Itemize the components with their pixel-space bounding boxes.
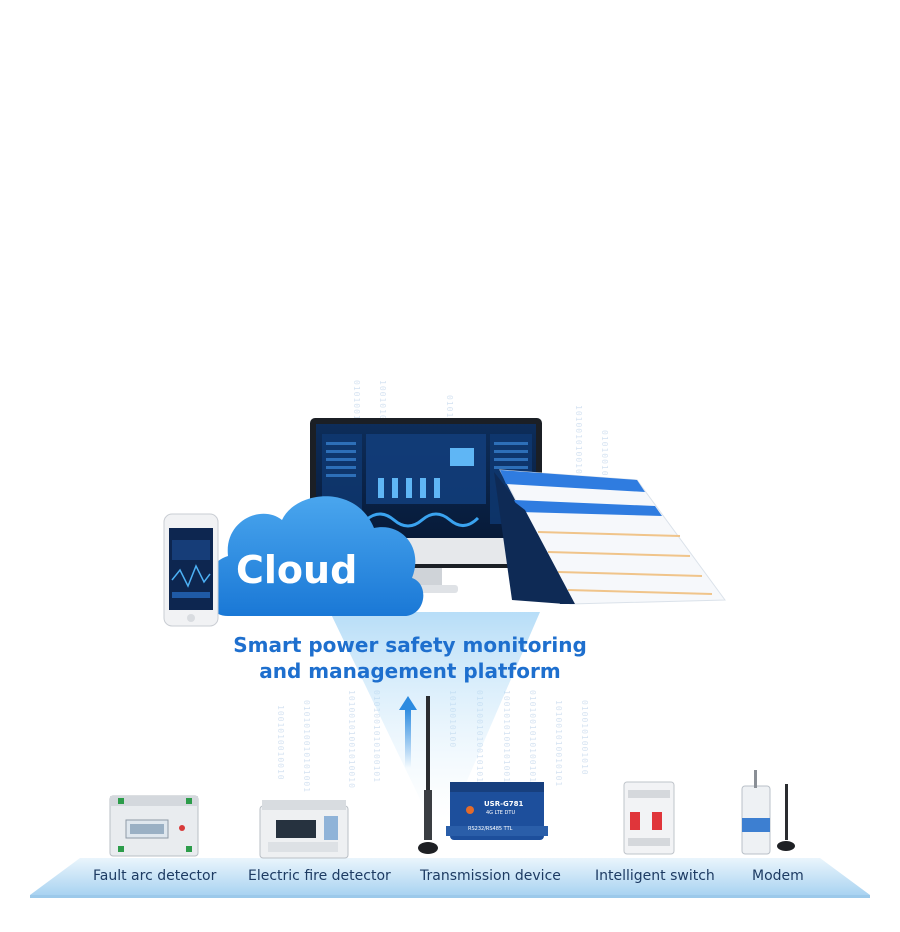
device-label-transmission: Transmission device	[420, 868, 561, 884]
router-subtitle: 4G LTE DTU	[486, 810, 516, 816]
light-beam	[330, 612, 540, 820]
upload-arrow-icon	[399, 696, 417, 768]
platform-title-line1: Smart power safety monitoring	[233, 633, 587, 657]
binary-stream: 0101001010100101	[528, 690, 537, 784]
device-label-modem: Modem	[752, 868, 804, 884]
transmission-device-icon	[418, 696, 548, 854]
fault-arc-detector-icon	[109, 795, 199, 857]
web-dashboard-icon	[494, 469, 726, 605]
intelligent-switch-icon	[623, 781, 675, 855]
binary-stream: 0100101001010	[580, 700, 589, 776]
binary-stream: 1001010010010	[276, 705, 285, 781]
platform-base	[30, 858, 870, 898]
binary-stream: 1010010100101	[574, 405, 583, 481]
electric-fire-detector-icon	[259, 800, 349, 859]
platform-title-line2: and management platform	[259, 659, 561, 683]
binary-stream: 0101001010010	[352, 380, 361, 456]
router-ports: RS232/RS485 TTL	[468, 826, 513, 832]
smartphone-icon	[163, 513, 219, 627]
cloud-label: Cloud	[236, 548, 358, 592]
binary-stream: 1001010100101001	[502, 690, 511, 784]
binary-stream: 0101001010	[600, 430, 609, 489]
cloud-icon	[204, 496, 424, 616]
device-label-electric-fire: Electric fire detector	[248, 868, 391, 884]
binary-stream: 0101010010101001	[302, 700, 311, 794]
device-label-fault-arc: Fault arc detector	[93, 868, 217, 884]
router-model: USR-G781	[484, 800, 524, 808]
device-label-intelligent-switch: Intelligent switch	[595, 868, 715, 884]
modem-icon	[741, 770, 795, 855]
binary-stream: 10100101001010010	[347, 690, 356, 789]
binary-stream: 0101001010100101	[372, 690, 381, 784]
binary-stream: 101001010010101	[554, 700, 563, 788]
